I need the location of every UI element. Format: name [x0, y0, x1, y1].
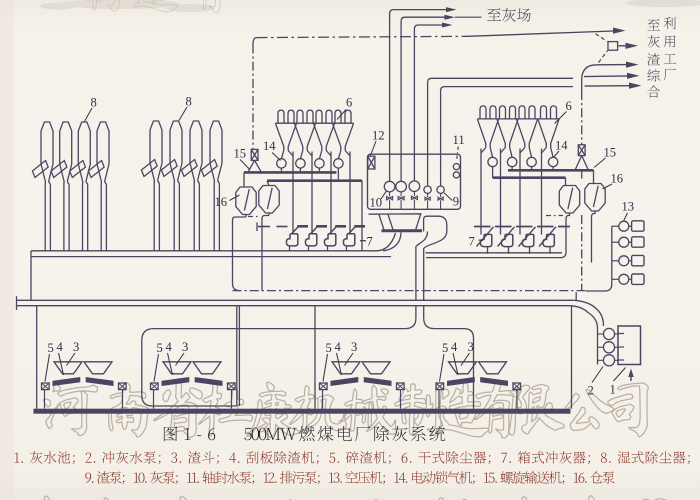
svg-text:5: 5: [157, 341, 163, 355]
svg-text:4: 4: [166, 340, 173, 354]
svg-text:8: 8: [91, 96, 97, 110]
svg-text:5: 5: [326, 341, 332, 355]
svg-text:3: 3: [468, 340, 474, 354]
svg-text:6: 6: [346, 96, 352, 110]
svg-text:3: 3: [73, 340, 79, 354]
svg-text:7: 7: [469, 235, 475, 249]
svg-text:14: 14: [555, 139, 568, 153]
svg-text:5: 5: [48, 341, 54, 355]
svg-text:15: 15: [604, 146, 617, 160]
svg-text:1: 1: [610, 383, 616, 397]
svg-text:12: 12: [372, 129, 385, 143]
svg-text:14: 14: [263, 139, 276, 153]
svg-text:7: 7: [367, 235, 373, 249]
svg-text:2: 2: [588, 384, 594, 398]
svg-text:8: 8: [186, 95, 192, 109]
svg-text:4: 4: [57, 340, 64, 354]
svg-text:15: 15: [234, 147, 247, 161]
svg-text:16: 16: [215, 195, 228, 209]
svg-text:10: 10: [370, 196, 383, 210]
svg-text:11: 11: [453, 133, 465, 147]
svg-text:4: 4: [335, 340, 342, 354]
svg-text:16: 16: [611, 172, 624, 186]
svg-text:5: 5: [442, 341, 448, 355]
svg-text:3: 3: [351, 340, 357, 354]
svg-text:3: 3: [182, 340, 188, 354]
svg-text:13: 13: [622, 200, 635, 214]
svg-text:9: 9: [453, 195, 459, 209]
svg-text:6: 6: [566, 99, 572, 113]
svg-text:4: 4: [451, 340, 458, 354]
